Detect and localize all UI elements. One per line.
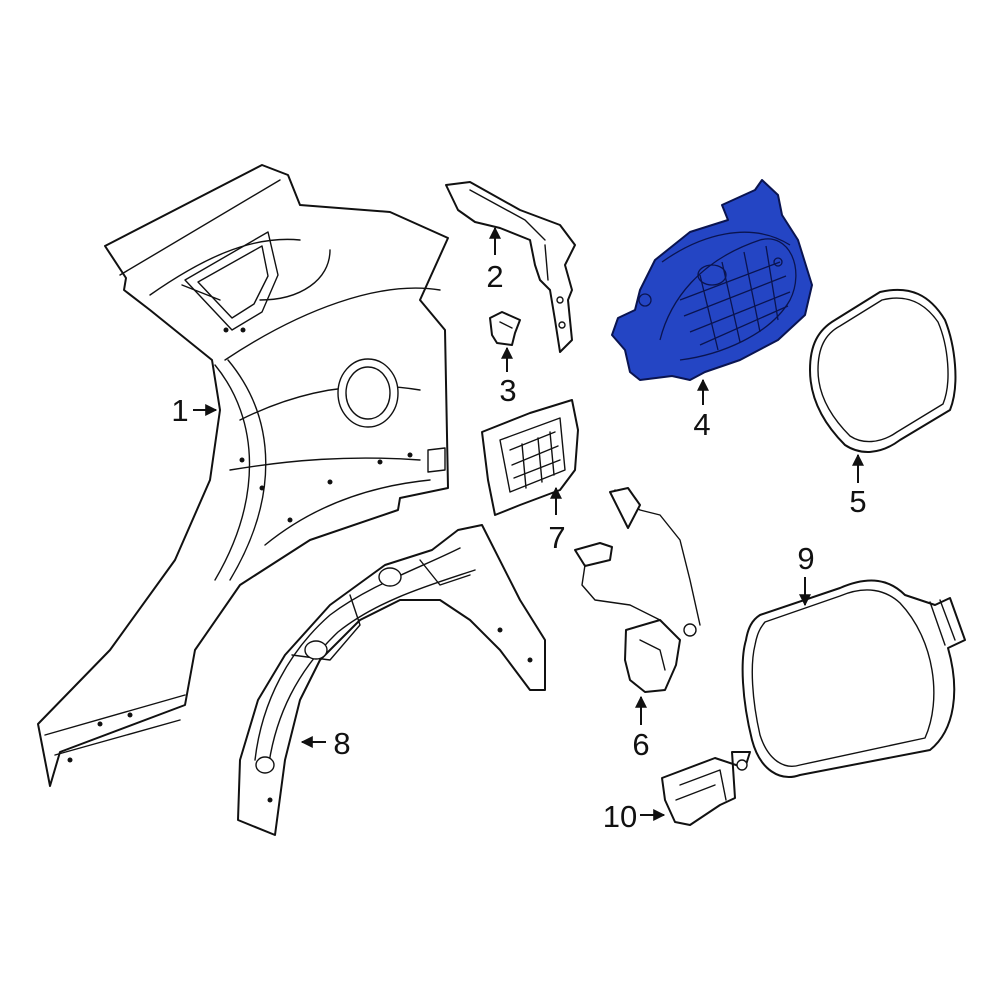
part-10-connector[interactable] <box>661 751 751 826</box>
part-1-quarter-panel[interactable] <box>37 164 449 787</box>
part-3-clip[interactable] <box>489 311 521 346</box>
callout-3: 3 <box>499 373 516 408</box>
callout-5: 5 <box>849 484 866 519</box>
leaders <box>193 226 864 821</box>
callout-9: 9 <box>797 541 814 576</box>
callouts: 1 2 3 4 5 6 7 8 9 10 <box>171 259 866 834</box>
part-9-fuel-door[interactable] <box>741 579 966 778</box>
part-7-mounting-bracket[interactable] <box>481 399 579 516</box>
callout-6: 6 <box>632 727 649 762</box>
part-4-fuel-housing[interactable] <box>611 179 813 381</box>
part-8-wheelhouse-liner[interactable] <box>237 524 546 836</box>
callout-10: 10 <box>603 799 637 834</box>
part-6-actuator[interactable] <box>574 487 701 693</box>
callout-8: 8 <box>333 726 350 761</box>
callout-2: 2 <box>486 259 503 294</box>
callout-1: 1 <box>171 393 188 428</box>
callout-4: 4 <box>693 407 710 442</box>
callout-7: 7 <box>548 520 565 555</box>
part-5-door-outline[interactable] <box>809 288 957 453</box>
